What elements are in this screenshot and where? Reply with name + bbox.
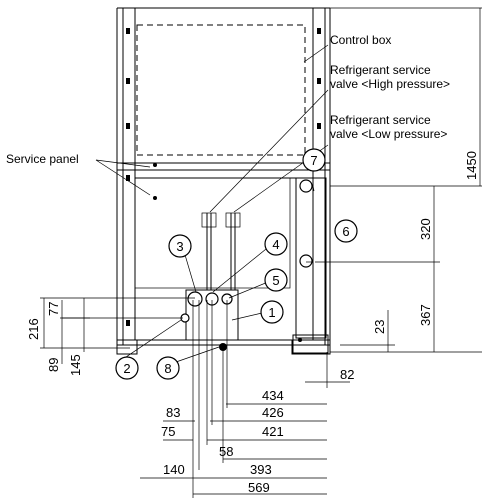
dim-421: 421 bbox=[262, 424, 284, 439]
dim-145: 145 bbox=[68, 354, 83, 376]
svg-text:6: 6 bbox=[342, 224, 349, 239]
refrigerant-high-label-line2: valve <High pressure> bbox=[330, 77, 450, 91]
left-foot bbox=[116, 339, 138, 355]
dim-83: 83 bbox=[166, 405, 180, 420]
dim-23: 23 bbox=[372, 320, 387, 334]
dim-77: 77 bbox=[46, 302, 61, 316]
svg-text:8: 8 bbox=[164, 361, 171, 376]
dim-82: 82 bbox=[340, 367, 354, 382]
dim-1450: 1450 bbox=[464, 151, 479, 180]
dim-367: 367 bbox=[418, 304, 433, 326]
service-valves bbox=[201, 212, 241, 290]
svg-text:3: 3 bbox=[176, 239, 183, 254]
refrigerant-high-label-line1: Refrigerant service bbox=[330, 63, 431, 77]
callout-2: 2 bbox=[115, 356, 139, 380]
dim-434: 434 bbox=[262, 388, 284, 403]
callout-3: 3 bbox=[168, 234, 192, 258]
refrigerant-low-label-line2: valve <Low pressure> bbox=[330, 127, 447, 141]
right-foot bbox=[291, 339, 331, 355]
dim-393: 393 bbox=[250, 462, 272, 477]
callout-4: 4 bbox=[264, 232, 288, 256]
dim-216: 216 bbox=[26, 318, 41, 340]
dim-320: 320 bbox=[418, 218, 433, 240]
callout-1: 1 bbox=[260, 300, 284, 324]
svg-text:4: 4 bbox=[272, 237, 279, 252]
dim-75: 75 bbox=[161, 424, 175, 439]
dim-89: 89 bbox=[46, 358, 61, 372]
frame-screws bbox=[126, 28, 321, 342]
dimension-lines bbox=[40, 7, 482, 498]
svg-text:5: 5 bbox=[272, 273, 279, 288]
unit-frame bbox=[116, 7, 331, 346]
leader-lines bbox=[95, 44, 329, 363]
svg-text:1: 1 bbox=[268, 305, 275, 320]
service-panel-area bbox=[134, 177, 291, 289]
callout-8: 8 bbox=[156, 356, 180, 380]
connection-block bbox=[135, 289, 313, 351]
right-pipe-column bbox=[292, 177, 330, 354]
callout-7: 7 bbox=[302, 148, 326, 172]
callout-5: 5 bbox=[264, 268, 288, 292]
service-panel-label: Service panel bbox=[6, 152, 79, 166]
svg-text:7: 7 bbox=[310, 153, 317, 168]
callout-6: 6 bbox=[334, 219, 358, 243]
control-box-outline bbox=[136, 24, 306, 156]
refrigerant-low-label-line1: Refrigerant service bbox=[330, 113, 431, 127]
dim-569: 569 bbox=[248, 480, 270, 495]
dim-58: 58 bbox=[219, 444, 233, 459]
svg-text:2: 2 bbox=[123, 361, 130, 376]
dim-426: 426 bbox=[262, 405, 284, 420]
dim-140: 140 bbox=[163, 462, 185, 477]
control-box-label: Control box bbox=[330, 33, 391, 47]
